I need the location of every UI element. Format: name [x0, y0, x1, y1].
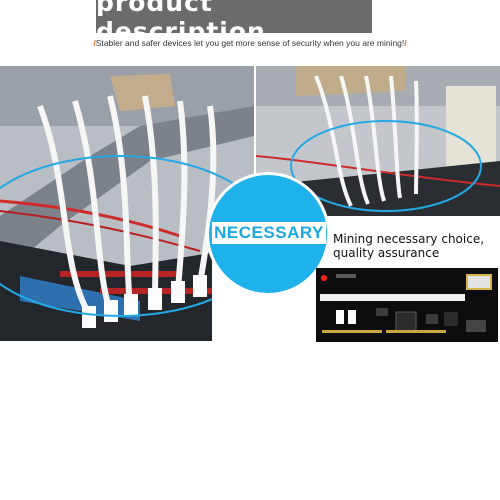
riser-board-illustration	[316, 268, 498, 342]
callout-line-2: quality assurance	[333, 246, 440, 260]
tagline: /Stabler and safer devices let you get m…	[0, 38, 500, 48]
tagline-open-mark: /	[93, 38, 96, 48]
tagline-text: Stabler and safer devices let you get mo…	[95, 38, 405, 48]
necessary-badge: NECESSARY	[212, 222, 326, 244]
necessary-label: NECESSARY	[214, 223, 324, 242]
tagline-close-mark: /	[404, 38, 407, 48]
header-title: product description	[96, 0, 266, 46]
mining-rig-illustration-left	[0, 66, 254, 341]
riser-board-image	[316, 268, 498, 342]
header-banner: product description	[96, 0, 372, 46]
mining-rig-photo-left	[0, 66, 254, 341]
callout-line-1: Mining necessary choice,	[333, 232, 485, 246]
